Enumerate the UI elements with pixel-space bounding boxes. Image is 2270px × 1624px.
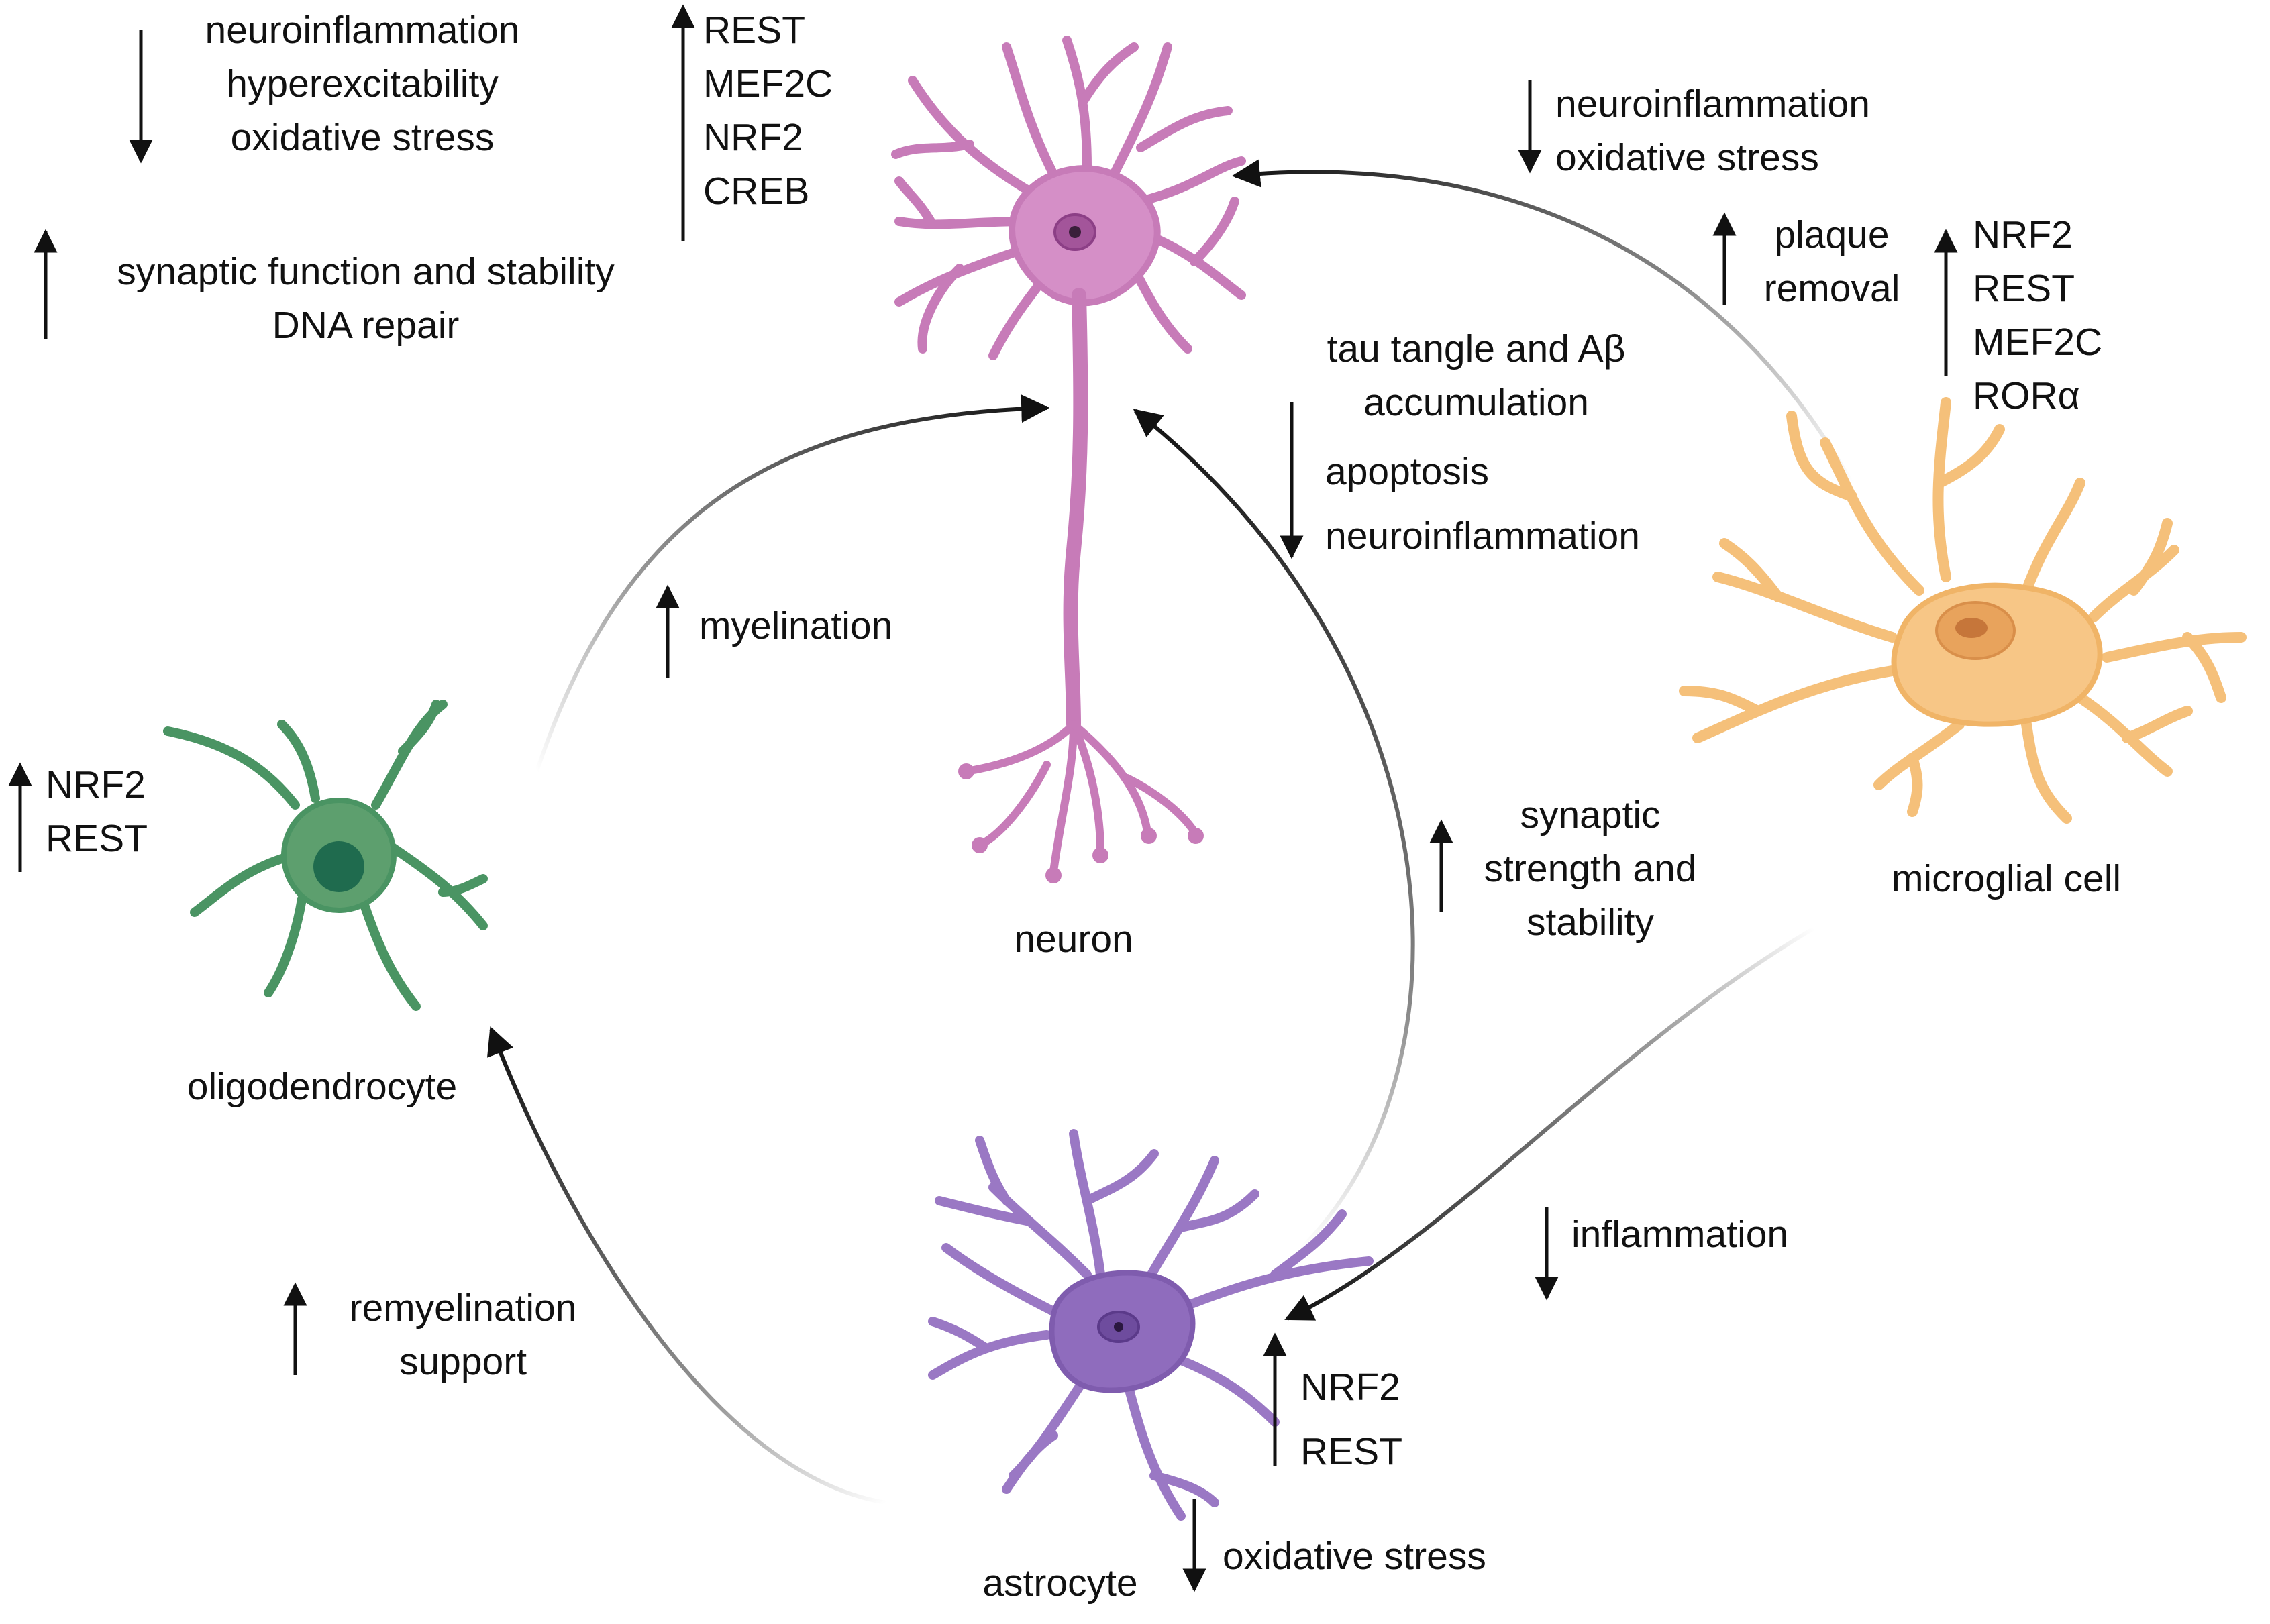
oligo-myelination-up: myelination [699, 604, 893, 647]
microglia-factors-up: NRF2 REST MEF2C RORα [1973, 213, 2103, 417]
astrocyte-illustration [928, 1129, 1374, 1521]
arrow-microglia-to-neuron [1231, 159, 1854, 484]
astro-to-neuron-top: tau tangle and Aβ accumulation [1327, 327, 1626, 424]
microglia-illustration [1679, 397, 2247, 824]
arrow-oligodendrocyte-to-neuron [535, 394, 1050, 772]
neuron-effects-down: neuroinflammation hyperexcitability oxid… [205, 9, 520, 159]
neuron-effects-up: synaptic function and stability DNA repa… [117, 250, 615, 347]
astrocyte-label: astrocyte [982, 1562, 1138, 1605]
microglia-to-neuron-down: neuroinflammation oxidative stress [1555, 83, 1870, 179]
microglia-to-astro-down: inflammation [1571, 1213, 1789, 1256]
astro-to-neuron-down: apoptosis neuroinflammation [1325, 450, 1640, 557]
arrow-astrocyte-to-neuron [1133, 409, 1415, 1250]
microglia-plaque-up: plaque removal [1763, 213, 1900, 310]
astro-factors-up: NRF2 REST [1300, 1366, 1403, 1473]
astro-remyelination-up: remyelination support [349, 1287, 577, 1383]
arrow-astrocyte-to-oligodendrocyte [487, 1026, 886, 1505]
microglia-label: microglial cell [1891, 857, 2122, 900]
neuron-label: neuron [1014, 918, 1133, 961]
arrow-microglia-to-astrocyte [1284, 924, 1820, 1321]
neuron-factors-up: REST MEF2C NRF2 CREB [703, 9, 833, 213]
oligodendrocyte-illustration [163, 700, 488, 1011]
astro-synaptic-up: synaptic strength and stability [1484, 794, 1697, 944]
oligodendrocyte-label: oligodendrocyte [187, 1065, 458, 1108]
oligo-factors-up: NRF2 REST [46, 763, 148, 860]
astro-oxidative-down: oxidative stress [1223, 1535, 1486, 1578]
neuron-illustration [891, 36, 1246, 883]
